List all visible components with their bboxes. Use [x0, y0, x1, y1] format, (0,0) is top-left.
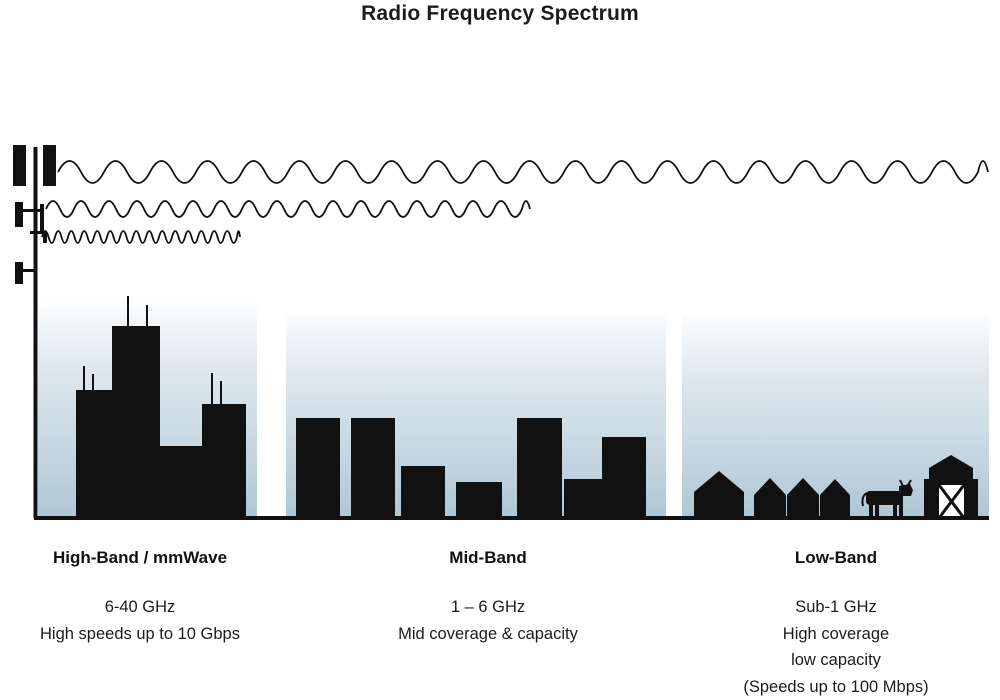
band-description: High speeds up to 10 Gbps [40, 624, 240, 643]
band-frequency: 6-40 GHz [104, 598, 176, 616]
band-description: (Speeds up to 100 Mbps) [743, 677, 929, 696]
cow-head [899, 484, 913, 496]
building-silhouette [296, 418, 340, 518]
band-name: Mid-Band [449, 548, 527, 567]
band-description: Mid coverage & capacity [398, 624, 578, 643]
antenna-crossbar [30, 231, 47, 234]
band-label-mid: Mid-Band 1 – 6 GHz Mid coverage & capaci… [368, 547, 608, 647]
ground-line [34, 516, 989, 520]
band-label-high: High-Band / mmWave 6-40 GHz High speeds … [20, 547, 260, 647]
band-frequency: Sub-1 GHz [795, 598, 877, 616]
cow-icon [861, 479, 913, 517]
mid-band-buildings-silhouette [296, 418, 646, 518]
building-silhouette [602, 437, 646, 518]
antenna-panel [15, 262, 23, 284]
cow-body [866, 491, 903, 505]
high-band-city-silhouette [76, 296, 246, 518]
building-silhouette [160, 446, 202, 518]
building-silhouette [76, 390, 112, 518]
house-silhouette [754, 478, 786, 518]
antenna-panel [43, 145, 56, 186]
house-silhouette [694, 471, 744, 518]
antenna-panel [15, 202, 23, 227]
building-silhouette [564, 479, 602, 518]
antenna-panel [40, 204, 44, 232]
mid-band-wave [45, 200, 531, 218]
cow-leg [899, 502, 903, 517]
cow-leg [875, 502, 879, 517]
barn-door-cross [937, 484, 966, 519]
low-band-countryside-silhouette [694, 455, 978, 519]
house-silhouette [787, 478, 819, 518]
building-silhouette [456, 482, 502, 518]
cell-tower-icon [13, 145, 56, 518]
band-description: High coverage [782, 624, 890, 643]
antenna-panel [13, 145, 26, 186]
building-silhouette [517, 418, 562, 518]
cow-tail [861, 492, 868, 507]
building-silhouette [112, 326, 160, 518]
high-band-wave [41, 230, 241, 244]
antenna-crossbar [22, 269, 36, 272]
building-silhouette [351, 418, 395, 518]
tower-mast [33, 147, 38, 518]
antenna-panel [43, 231, 47, 243]
building-silhouette [401, 466, 445, 518]
band-frequency: 1 – 6 GHz [450, 598, 526, 616]
cow-horn [907, 479, 912, 486]
antenna-crossbar [17, 209, 44, 212]
low-band-wave [57, 160, 989, 184]
building-silhouette [202, 404, 246, 518]
band-label-low: Low-Band Sub-1 GHz High coverage low cap… [706, 547, 966, 700]
cow-leg [893, 502, 897, 517]
diagram-title: Radio Frequency Spectrum [361, 2, 639, 25]
cow-horn [899, 479, 904, 487]
band-description: low capacity [791, 651, 881, 669]
house-silhouette [820, 479, 850, 518]
band-name: High-Band / mmWave [52, 548, 228, 567]
barn-icon [924, 455, 978, 519]
band-name: Low-Band [794, 548, 878, 567]
cow-leg [869, 502, 873, 517]
